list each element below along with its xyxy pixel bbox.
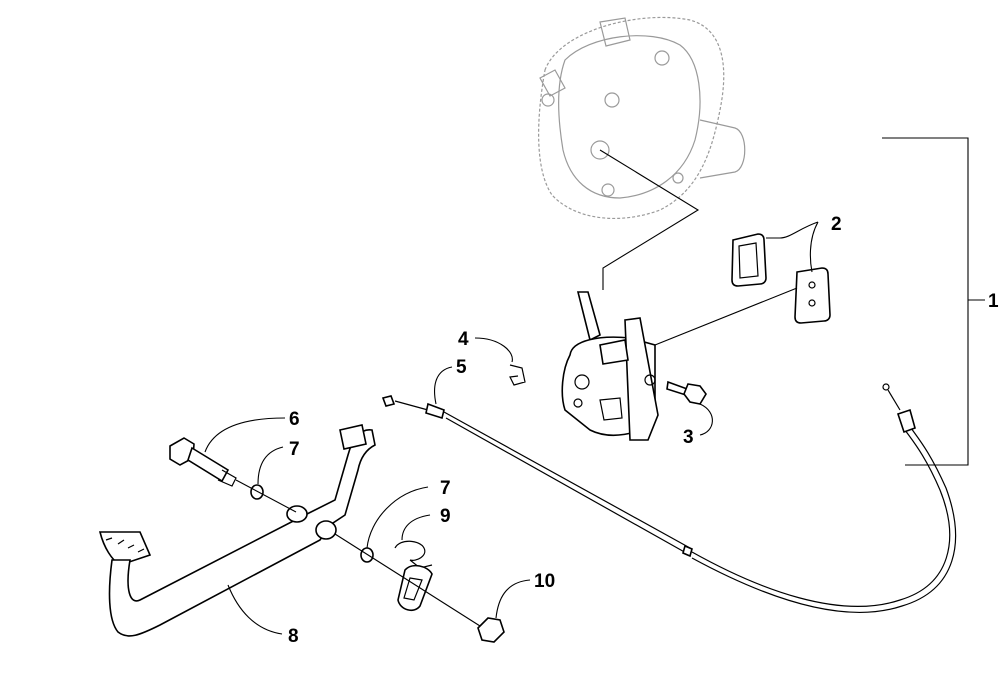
brake-disc-hub-phantom [538,16,746,219]
callout-10: 10 [534,571,555,592]
brake-pads [654,233,831,346]
callout-5: 5 [456,357,467,378]
axis-line-pivot [235,479,297,513]
caliper-bolt [666,380,707,405]
brake-pedal [98,424,376,637]
callout-6: 6 [289,409,300,430]
leader-7b [366,486,429,549]
washer-lower [360,547,374,563]
callout-3: 3 [683,427,694,448]
leader-4 [474,337,513,363]
callout-1: 1 [988,291,999,312]
callout-7-upper: 7 [289,439,300,460]
axis-line-nut [334,533,481,627]
callout-8: 8 [288,626,299,647]
brake-cable [381,383,957,613]
washer-upper [250,484,264,500]
return-spring [394,540,433,612]
leader-2 [766,221,819,273]
leader-10 [495,579,531,619]
lock-nut [477,617,505,643]
pivot-bolt [169,437,237,487]
callout-4: 4 [458,329,469,350]
leader-5 [434,366,453,405]
leader-7a [257,446,284,485]
bracket-assembly-1 [882,137,985,466]
leader-6 [204,417,286,453]
hub-to-caliper-line [599,149,700,290]
callout-9: 9 [440,506,451,527]
brake-caliper [561,291,659,441]
leader-3 [699,403,713,436]
leader-8 [227,584,283,635]
clip [509,364,526,386]
leader-9 [401,514,431,541]
callout-2: 2 [831,214,842,235]
callout-7-lower: 7 [440,478,451,499]
